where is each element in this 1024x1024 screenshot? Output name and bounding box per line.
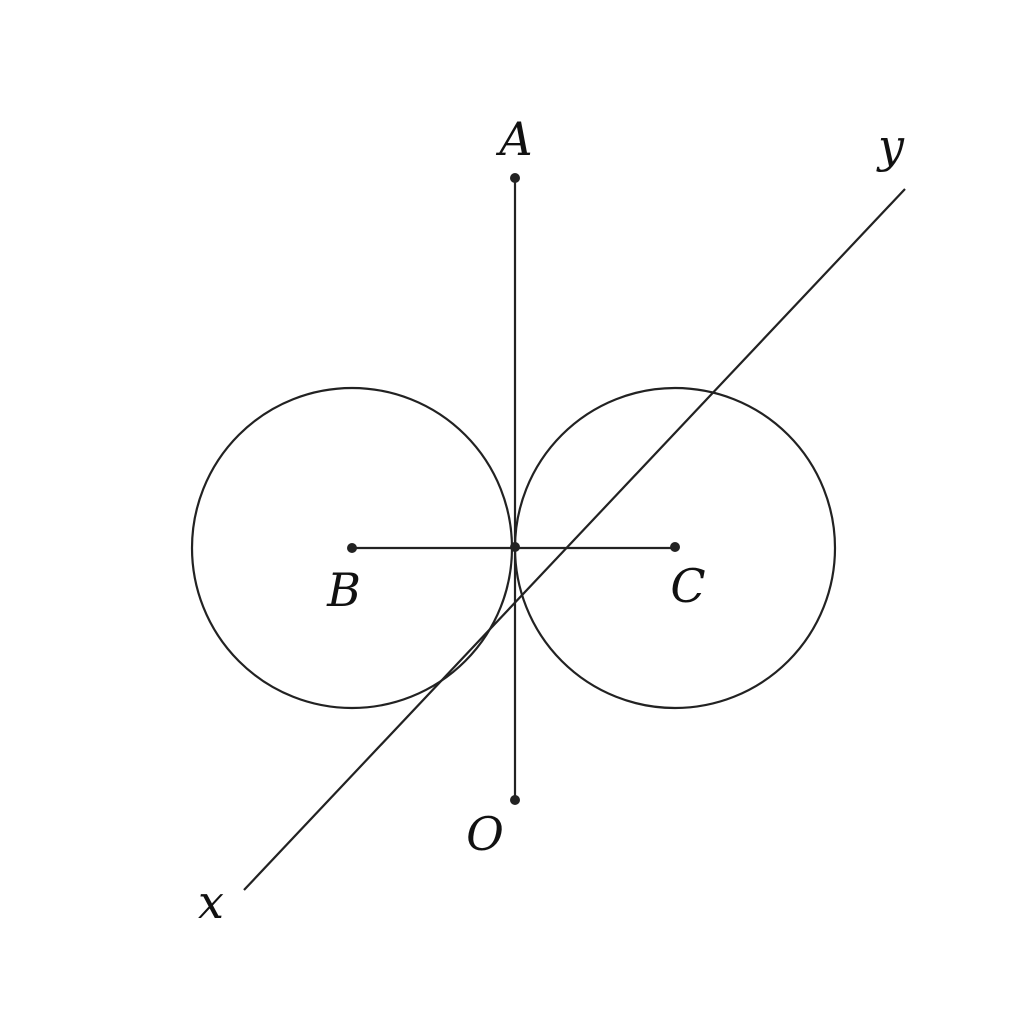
label-y: y	[876, 119, 905, 173]
point-a	[510, 173, 520, 183]
label-o: O	[466, 807, 504, 861]
point-tangent	[510, 542, 520, 552]
label-b: B	[326, 563, 361, 617]
point-o	[510, 795, 520, 805]
line-xy	[243, 188, 906, 891]
label-x: x	[198, 875, 224, 929]
label-a: A	[495, 112, 532, 166]
point-b	[347, 543, 357, 553]
point-c	[670, 542, 680, 552]
label-c: C	[670, 559, 705, 613]
